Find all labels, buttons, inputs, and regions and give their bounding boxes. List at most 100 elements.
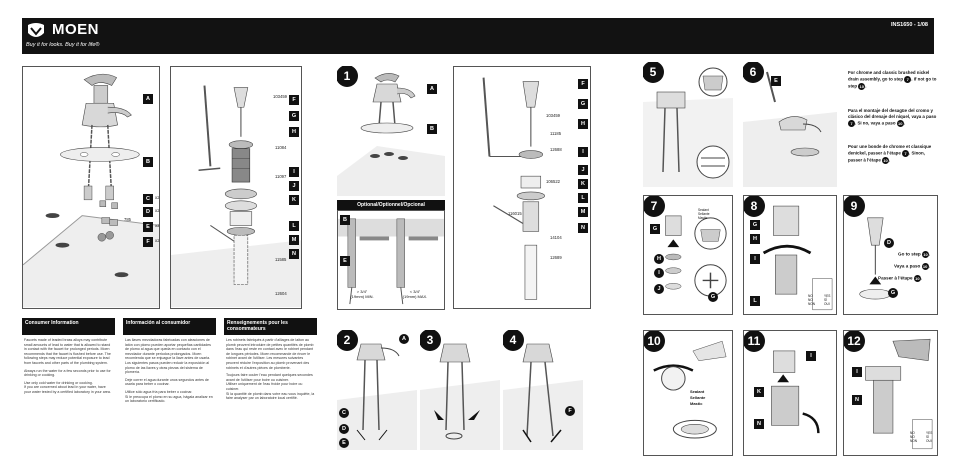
- consumer-info-fr-li3: Si la quantité de plomb dans votre eau v…: [226, 391, 315, 401]
- step-7-sealant-en: Sealant: [698, 208, 709, 212]
- drain2-label-j: J: [578, 165, 588, 175]
- drain2-label-k: K: [578, 179, 588, 189]
- note-en: For chrome and classic brushed nickel dr…: [848, 70, 937, 90]
- part-qty-e: x2: [155, 223, 160, 228]
- drain-part-number-4: 11585: [275, 257, 287, 262]
- step-12-bottle-yes: YES SÍ OUI: [926, 431, 933, 443]
- optional-illustration: [338, 218, 444, 305]
- drain2-part-number-2: 11185: [550, 131, 562, 136]
- drain2-label-f: F: [578, 79, 588, 89]
- consumer-info-es-p1: Las llaves mezcladoras fabricadas con al…: [125, 338, 211, 375]
- part-qty-f: x2: [155, 238, 160, 243]
- drain-part-number-5: 12604: [275, 291, 287, 296]
- step-7-sealant-fr: Mastic: [698, 216, 708, 220]
- consumer-info-fr: Renseignements pour les consommateurs Le…: [224, 318, 317, 401]
- note-es-step-b: 10: [896, 120, 904, 127]
- step-9-goto-en: Go to step 10.: [898, 251, 931, 258]
- drain2-label-n: N: [578, 223, 588, 233]
- consumer-info-es-title: Información al consumidor: [123, 318, 216, 335]
- drain2-label-i: I: [578, 147, 588, 157]
- note-es-text: Para el montaje del desagüe del cromo y …: [848, 108, 937, 119]
- consumer-info-en-li1: Use only cold water for drinking or cook…: [24, 380, 93, 385]
- step-5-number: 5: [643, 62, 664, 83]
- step-5-panel: 5: [643, 62, 733, 187]
- drain-part-number-3: 11097: [275, 174, 287, 179]
- note-fr-step-b: 10: [882, 157, 890, 164]
- step-9-number: 9: [844, 196, 865, 217]
- drain2-part-number-7: 12689: [550, 255, 562, 260]
- part-label-d: D: [143, 207, 153, 217]
- note-en-step-a: 7: [904, 76, 912, 83]
- step-6-number: 6: [743, 62, 764, 83]
- note-en-step-b: 10: [858, 83, 866, 90]
- part-number-785: 785: [124, 217, 131, 222]
- step-8-label-h: H: [750, 234, 760, 244]
- consumer-info-en-title: Consumer Information: [22, 318, 115, 335]
- step-1-label-a: A: [427, 84, 437, 94]
- step-7-label-i: I: [654, 268, 664, 278]
- step-11-number: 11: [744, 331, 765, 352]
- drain-label-n: N: [289, 249, 299, 259]
- step-4-illustration: [503, 343, 583, 450]
- step-2-number: 2: [337, 330, 358, 351]
- step-7-label-j: J: [654, 284, 664, 294]
- step-1-label-b: B: [427, 124, 437, 134]
- step-7-panel: 7 G H I J Sealant Sellante Mastic G: [643, 195, 733, 315]
- step-10-sealant-es: Sellante: [690, 395, 706, 400]
- part-label-f: F: [143, 237, 153, 247]
- note-fr-step-a: 7: [902, 150, 910, 157]
- step-3-panel: 3: [420, 330, 500, 450]
- part-qty-d: x2: [155, 208, 160, 213]
- step-4-number: 4: [503, 330, 524, 351]
- step-2-label-a: A: [399, 334, 409, 344]
- step-4-panel: 4 F: [503, 330, 583, 450]
- consumer-info-es-li2: Si le preocupa el plomo en su agua, hága…: [125, 394, 213, 404]
- drain-part-number-2: 11084: [275, 145, 287, 150]
- part-label-c: C: [143, 194, 153, 204]
- drain-label-f: F: [289, 95, 299, 105]
- step-12-illustration: [865, 338, 933, 450]
- step-2-illustration: [337, 343, 417, 450]
- document-number: INS1650 - 1/08: [891, 22, 928, 28]
- step-9-goto-en-target: 10: [922, 251, 929, 258]
- moen-logo-icon: [28, 23, 44, 37]
- optional-dim-max: < 3/4" (19mm) MAX.: [402, 289, 428, 299]
- drain-label-j: J: [289, 181, 299, 191]
- consumer-info-fr-title: Renseignements pour les consommateurs: [224, 318, 317, 335]
- drain-part-number-1: 103459: [273, 94, 287, 99]
- step-12-label-n: N: [852, 395, 862, 405]
- drain-label-i: I: [289, 167, 299, 177]
- step-12-bottle-no: NO NO NON: [910, 431, 918, 443]
- step-7-label-g2: G: [708, 292, 718, 302]
- consumer-info-fr-li2: Utiliser uniquement de l'eau froide pour…: [226, 382, 303, 391]
- note-en-mid: . If not go to step: [848, 76, 937, 89]
- step-7-sealant-es: Sellante: [698, 212, 710, 216]
- step-10-panel: 10 Sealant Sellante Mastic: [643, 330, 733, 456]
- optional-label-b: B: [340, 215, 350, 225]
- step-9-label-g: G: [888, 288, 898, 298]
- step-9-illustration: [859, 217, 892, 300]
- step-2-panel: 2 A C D E: [337, 330, 417, 450]
- step-9-goto-fr-target: 10: [913, 275, 921, 282]
- step-7-illustration: [665, 215, 727, 297]
- consumer-info-fr-li1: Toujours faire couler l'eau pendant quel…: [226, 373, 313, 382]
- step-5-illustration: [643, 67, 733, 187]
- drain2-part-number-4: 106522: [546, 179, 560, 184]
- step-7-label-h: H: [654, 254, 664, 264]
- step-11-label-n: N: [754, 419, 764, 429]
- consumer-info-es-p2: Deje correr el agua durante unos segundo…: [125, 377, 209, 387]
- drain-parts-illustration: [171, 85, 301, 308]
- drain-label-g: G: [289, 111, 299, 121]
- step-3-number: 3: [420, 330, 441, 351]
- drain2-label-m: M: [578, 207, 588, 217]
- drain2-label-h: H: [578, 119, 588, 129]
- part-label-a: A: [143, 94, 153, 104]
- step-2-label-e: E: [339, 438, 349, 448]
- step-8-bottle-yes: YES SÍ OUI: [824, 294, 831, 306]
- consumer-info-en: Consumer Information Faucets made of lea…: [22, 318, 115, 395]
- step-6-label-e: E: [771, 76, 781, 86]
- part-qty-c: x2: [155, 195, 160, 200]
- step-10-number: 10: [644, 331, 665, 352]
- step-4-label-f: F: [565, 406, 575, 416]
- note-es-mid: . Si no, vaya a paso: [855, 120, 896, 126]
